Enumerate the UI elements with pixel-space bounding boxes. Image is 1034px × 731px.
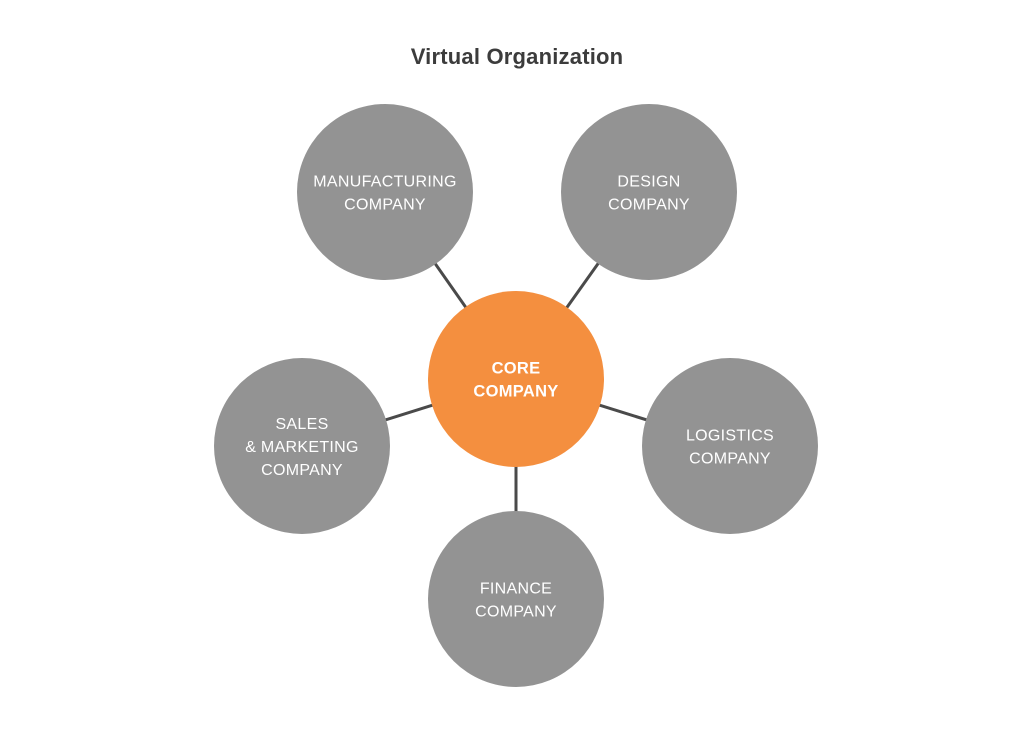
node-manufacturing: MANUFACTURING COMPANY [297,104,473,280]
node-label-sales-marketing-line-3: COMPANY [261,462,343,479]
node-label-logistics-line-2: COMPANY [689,451,771,468]
node-circle-manufacturing [297,104,473,280]
node-design: DESIGN COMPANY [561,104,737,280]
node-circle-finance [428,511,604,687]
node-circle-design [561,104,737,280]
node-label-sales-marketing-line-1: SALES [275,416,328,433]
node-label-design-line-1: DESIGN [617,174,680,191]
node-circle-sales-marketing [214,358,390,534]
node-circle-core [428,291,604,467]
node-label-manufacturing-line-1: MANUFACTURING [313,174,456,191]
nodes: MANUFACTURINGCOMPANYDESIGNCOMPANYLOGISTI… [214,104,818,687]
node-label-finance-line-2: COMPANY [475,604,557,621]
node-label-logistics-line-1: LOGISTICS [686,428,774,445]
node-label-core-line-1: CORE [492,360,541,378]
node-circle-logistics [642,358,818,534]
node-finance: FINANCE COMPANY [428,511,604,687]
node-label-design-line-2: COMPANY [608,197,690,214]
node-label-core-line-2: COMPANY [473,383,558,401]
node-sales-marketing: SALES & MARKETING COMPANY [214,358,390,534]
diagram-title: Virtual Organization [410,44,624,69]
node-label-finance-line-1: FINANCE [480,581,552,598]
node-label-sales-marketing-line-2: & MARKETING [245,439,359,456]
node-core: CORE COMPANY [428,291,604,467]
node-logistics: LOGISTICS COMPANY [642,358,818,534]
node-label-manufacturing-line-2: COMPANY [344,197,426,214]
